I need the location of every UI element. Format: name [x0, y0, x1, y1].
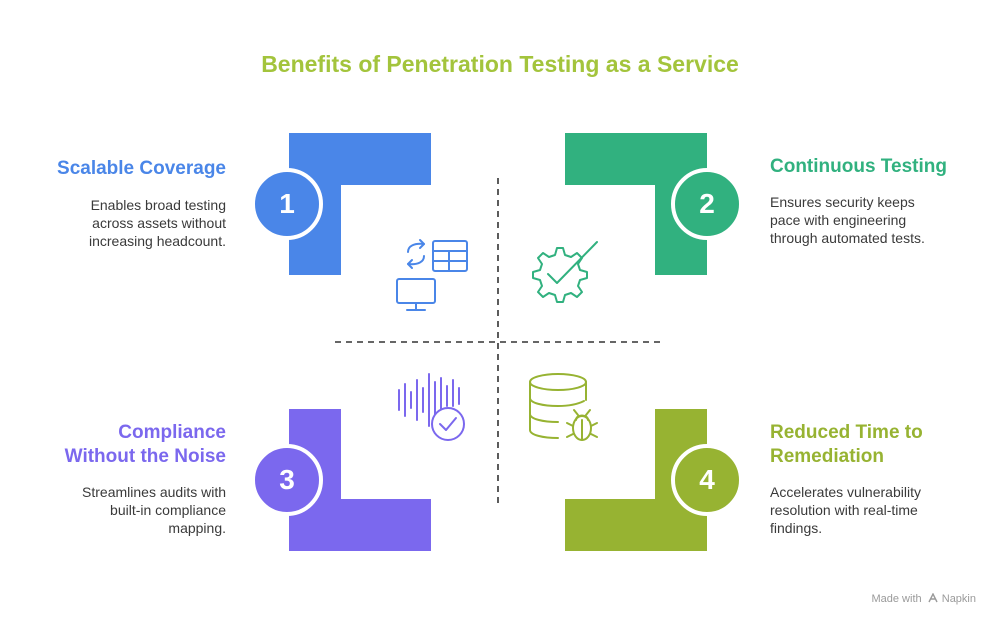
vertical-divider — [497, 178, 499, 506]
quadrant-4-shape — [565, 409, 707, 551]
number-badge-3: 3 — [251, 444, 323, 516]
quadrant-4-heading-line-1: Reduced Time to — [770, 422, 923, 443]
quadrant-1-shape — [289, 133, 431, 275]
number-badge-4: 4 — [671, 444, 743, 516]
quadrant-2-description: Ensures security keeps pace with enginee… — [770, 194, 925, 246]
made-with-label: Made with — [871, 593, 922, 605]
quadrant-3-heading-line-2: Without the Noise — [64, 446, 226, 467]
quadrant-4-heading-line-2: Remediation — [770, 446, 885, 467]
quadrant-1-description: Enables broad testing across assets with… — [89, 197, 226, 249]
quadrant-1-heading: Scalable Coverage — [57, 158, 226, 179]
diagram-title: Benefits of Penetration Testing as a Ser… — [261, 51, 739, 77]
quadrant-2-heading: Continuous Testing — [770, 156, 947, 177]
audio-check-icon — [398, 373, 465, 441]
napkin-logo-icon — [928, 592, 938, 603]
napkin-brand-label: Napkin — [941, 593, 976, 605]
made-with-napkin[interactable]: Made with Napkin — [871, 592, 976, 605]
quadrant-3-heading-line-1: Compliance — [118, 422, 226, 443]
quadrant-4-description: Accelerates vulnerability resolution wit… — [770, 484, 921, 536]
quadrant-3-shape — [289, 409, 431, 551]
quadrant-3-description: Streamlines audits with built-in complia… — [82, 484, 226, 536]
quadrant-4-heading: Reduced Time to Remediation — [770, 421, 980, 469]
gear-check-icon — [532, 241, 598, 303]
quadrant-3-heading: Compliance Without the Noise — [20, 421, 226, 469]
number-badge-2: 2 — [671, 168, 743, 240]
data-sync-monitor-icon — [396, 239, 468, 311]
database-bug-icon — [529, 373, 598, 441]
quadrant-2-shape — [565, 133, 707, 275]
number-badge-1: 1 — [251, 168, 323, 240]
